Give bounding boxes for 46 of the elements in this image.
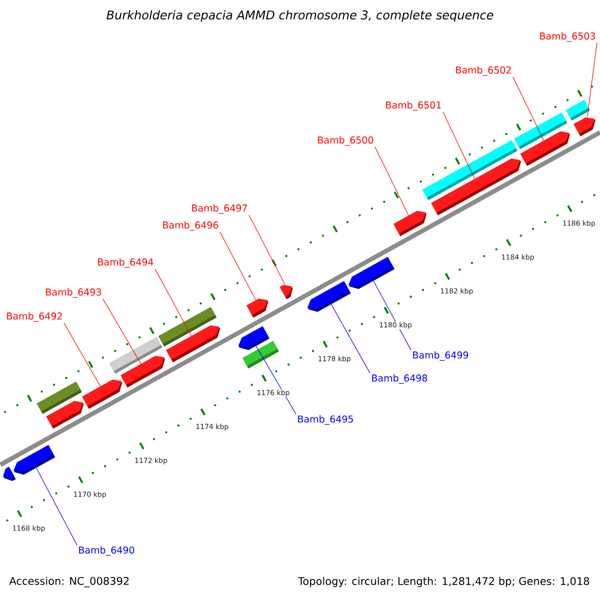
leader-line — [374, 146, 409, 216]
leader-line — [220, 232, 256, 301]
gene-block — [120, 356, 166, 388]
gene-block — [394, 210, 427, 236]
gene-block — [82, 380, 122, 409]
gene-block — [520, 131, 570, 166]
gene-block — [238, 326, 270, 350]
leader-line — [256, 346, 296, 414]
leader-line — [248, 214, 286, 285]
leader-line — [36, 467, 78, 546]
gene-label: Bamb_6496 — [163, 221, 218, 231]
gene-label: Bamb_6490 — [79, 546, 134, 556]
gene-label: Bamb_6492 — [7, 312, 62, 322]
gene-label: Bamb_6500 — [318, 136, 374, 146]
leader-line — [154, 268, 192, 336]
gene-block — [307, 281, 351, 312]
leader-line — [64, 322, 101, 387]
gene-label: Bamb_6494 — [98, 258, 154, 268]
accession-text: Accession: NC_008392 — [9, 576, 129, 588]
gene-block — [280, 284, 293, 300]
gene-label: Bamb_6502 — [456, 66, 511, 76]
gene-block — [246, 298, 268, 318]
gene-label: Bamb_6498 — [372, 374, 428, 384]
gene-block — [348, 256, 395, 290]
leader-line — [102, 298, 142, 364]
leader-line — [330, 304, 370, 374]
gene-label: Bamb_6503 — [540, 32, 595, 42]
gene-block — [2, 466, 16, 482]
leader-line — [587, 42, 598, 117]
leader-line — [373, 280, 412, 350]
gene-label: Bamb_6501 — [386, 101, 441, 111]
gene-label: Bamb_6499 — [413, 351, 468, 361]
gene-label: Bamb_6495 — [298, 415, 353, 425]
gene-box — [566, 100, 590, 121]
gene-block — [13, 445, 56, 475]
title: Burkholderia cepacia AMMD chromosome 3, complete sequence — [106, 10, 494, 22]
leader-line — [512, 76, 544, 141]
gene-block — [46, 400, 84, 429]
leader-line — [442, 112, 476, 180]
gene-block — [574, 117, 596, 136]
gene-block — [166, 325, 220, 362]
info-text: Topology: circular; Length: 1,281,472 bp; Genes: 1,018 — [298, 576, 590, 588]
gene-label: Bamb_6497 — [192, 204, 247, 214]
gene-block — [431, 158, 522, 216]
gene-box — [242, 341, 279, 368]
gene-label: Bamb_6493 — [46, 288, 101, 298]
